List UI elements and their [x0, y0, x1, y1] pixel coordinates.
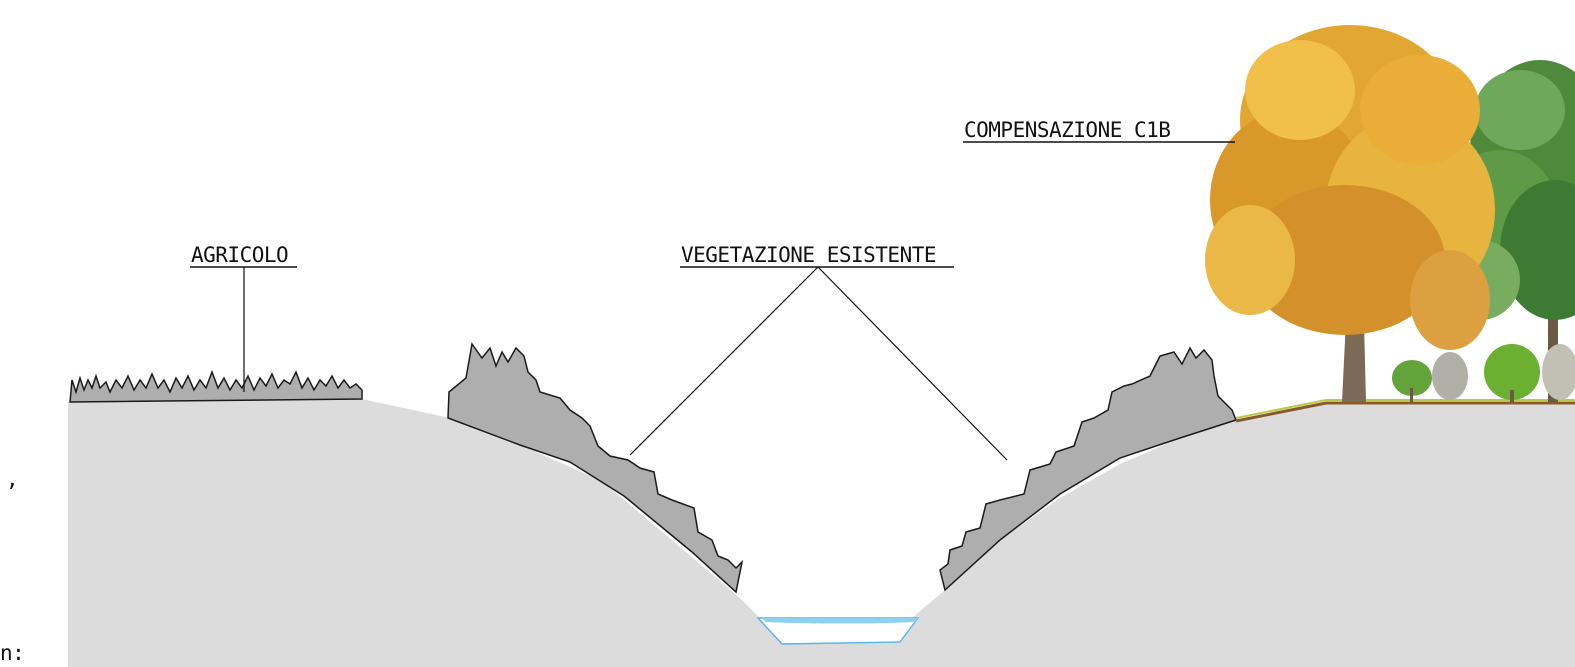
water-surface: [762, 618, 918, 624]
label-compensazione-c1b: COMPENSAZIONE C1B: [963, 118, 1235, 143]
soil-strip: [1235, 401, 1575, 423]
label-agricolo-text: AGRICOLO: [191, 243, 288, 267]
ground-profile: [68, 399, 1575, 667]
autumn-tree-icon: [1205, 25, 1495, 402]
grass-strip: [1235, 399, 1575, 419]
label-agricolo: AGRICOLO: [190, 243, 297, 392]
label-compensazione-text: COMPENSAZIONE C1B: [964, 118, 1170, 142]
margin-comma: ,: [6, 467, 18, 491]
label-vegetazione-esistente: VEGETAZIONE ESISTENTE: [629, 243, 1008, 461]
existing-vegetation-right-icon: [939, 346, 1237, 592]
existing-vegetation-left-icon: [447, 342, 744, 594]
label-vegetazione-text: VEGETAZIONE ESISTENTE: [681, 243, 936, 267]
shrub-icon: [1392, 344, 1575, 402]
agricultural-grass-icon: [69, 369, 363, 403]
margin-colon-fragment: n:: [0, 641, 24, 665]
